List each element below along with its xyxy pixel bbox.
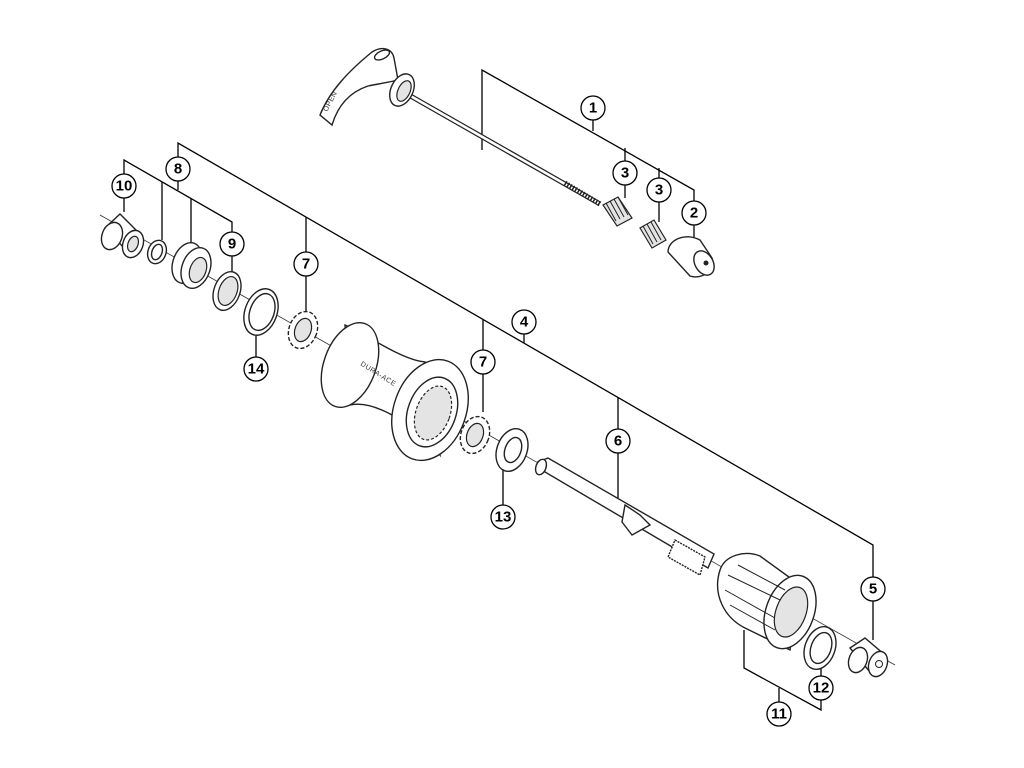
ring <box>803 625 837 671</box>
washer <box>146 239 168 265</box>
svg-text:3: 3 <box>655 182 663 199</box>
svg-text:6: 6 <box>614 433 622 450</box>
callout-6: 6 <box>605 428 631 454</box>
hub-body: DURA-ACE <box>320 322 469 462</box>
spring <box>639 219 667 249</box>
svg-text:5: 5 <box>869 581 877 598</box>
svg-text:7: 7 <box>479 354 487 371</box>
callout-12: 12 <box>808 675 834 701</box>
callout-10: 10 <box>111 173 137 199</box>
callout-3: 3 <box>612 160 638 186</box>
svg-text:1: 1 <box>589 100 597 117</box>
callout-4: 4 <box>511 309 537 335</box>
spring <box>602 196 633 227</box>
cone <box>171 241 212 290</box>
callout-3: 3 <box>646 177 672 203</box>
svg-text:3: 3 <box>621 165 629 182</box>
svg-text:4: 4 <box>520 314 529 331</box>
bearing <box>459 415 491 455</box>
svg-text:2: 2 <box>690 205 698 222</box>
callout-11: 11 <box>766 701 792 727</box>
end-nut <box>847 637 889 678</box>
callout-7: 7 <box>293 251 319 277</box>
callouts: 1 2 3 3 4 5 6 7 7 8 9 10 11 12 13 14 <box>111 95 886 727</box>
ring <box>212 270 242 312</box>
callout-8: 8 <box>165 156 191 182</box>
spacer-washer <box>495 427 529 473</box>
callout-5: 5 <box>860 576 886 602</box>
callout-7: 7 <box>470 349 496 375</box>
hub-axle <box>534 457 715 577</box>
svg-text:14: 14 <box>248 361 265 378</box>
svg-text:12: 12 <box>813 680 830 697</box>
leader-lines <box>123 68 874 712</box>
freehub-body <box>716 552 817 652</box>
bearing <box>287 310 319 350</box>
lock-nut <box>100 213 145 259</box>
svg-text:10: 10 <box>116 178 133 195</box>
callout-13: 13 <box>490 504 516 530</box>
svg-text:7: 7 <box>302 256 310 273</box>
callout-1: 1 <box>580 95 606 121</box>
skewer-nut <box>667 236 715 278</box>
callout-14: 14 <box>243 356 269 382</box>
svg-text:9: 9 <box>228 236 236 253</box>
svg-text:11: 11 <box>771 706 787 723</box>
callout-9: 9 <box>219 231 245 257</box>
svg-text:13: 13 <box>495 509 512 526</box>
quick-release-skewer: OPEN <box>319 47 602 207</box>
seal <box>243 288 279 336</box>
svg-text:8: 8 <box>174 161 182 178</box>
callout-2: 2 <box>681 200 707 226</box>
